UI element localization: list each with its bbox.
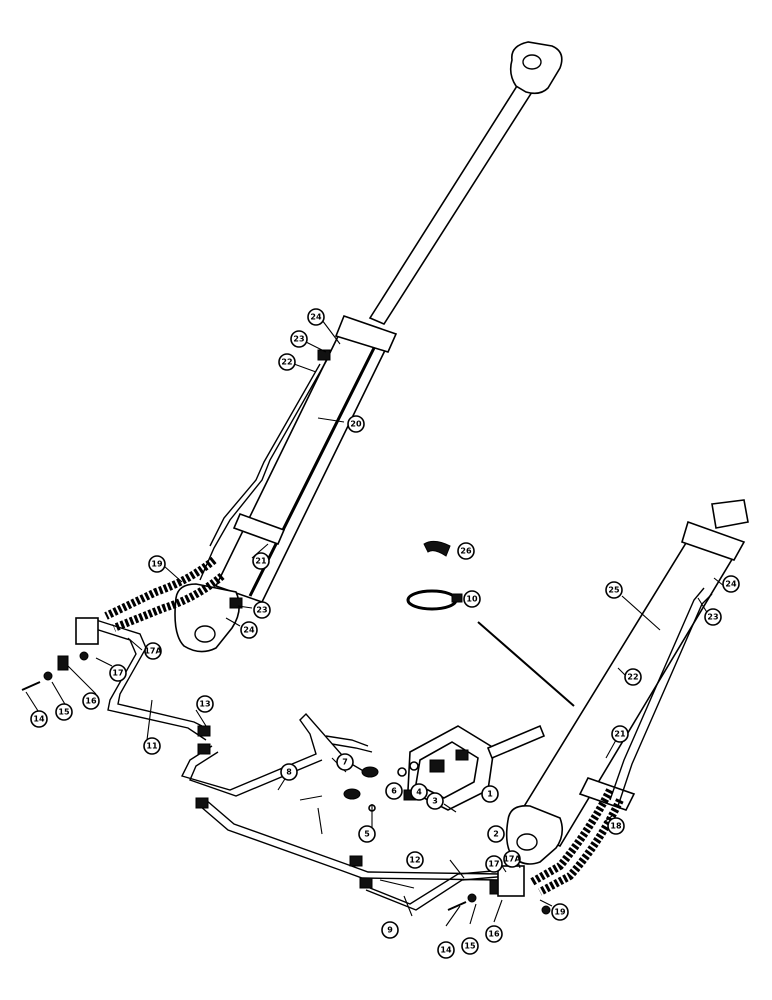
- callout-25: 25: [605, 581, 623, 599]
- callout-23-left-top: 23: [290, 330, 308, 348]
- svg-text:22: 22: [627, 673, 638, 682]
- callout-17-right: 17: [485, 855, 503, 873]
- callout-15-left: 15: [55, 703, 73, 721]
- svg-text:10: 10: [466, 595, 478, 604]
- callout-17-left: 17: [109, 664, 127, 682]
- svg-text:7: 7: [342, 758, 348, 767]
- callout-18: 18: [607, 817, 625, 835]
- callout-22-right: 22: [624, 668, 642, 686]
- svg-text:16: 16: [85, 697, 97, 706]
- callout-24-left-bottom: 24: [240, 621, 258, 639]
- callout-13: 13: [196, 695, 214, 713]
- svg-text:15: 15: [464, 942, 476, 951]
- svg-text:25: 25: [608, 586, 620, 595]
- callout-3: 3: [426, 792, 444, 810]
- callout-26: 26: [457, 542, 475, 560]
- svg-text:12: 12: [409, 856, 420, 865]
- svg-text:14: 14: [33, 715, 45, 724]
- svg-text:2: 2: [493, 830, 499, 839]
- svg-text:15: 15: [58, 708, 70, 717]
- left-hydraulic-cylinder: [104, 41, 563, 653]
- svg-text:18: 18: [610, 822, 622, 831]
- svg-text:23: 23: [256, 606, 267, 615]
- callout-22-left: 22: [278, 353, 296, 371]
- svg-text:11: 11: [146, 742, 158, 751]
- svg-text:9: 9: [387, 926, 393, 935]
- hose-guard: [423, 540, 451, 557]
- hose-clamp: [406, 589, 463, 611]
- svg-text:22: 22: [281, 358, 292, 367]
- svg-text:24: 24: [725, 580, 737, 589]
- callout-12: 12: [406, 851, 424, 869]
- right-hydraulic-cylinder: [505, 499, 749, 896]
- callout-19-left: 19: [148, 555, 166, 573]
- callout-4: 4: [410, 783, 428, 801]
- svg-text:17: 17: [112, 669, 123, 678]
- svg-text:17A: 17A: [503, 855, 521, 864]
- svg-text:5: 5: [364, 830, 370, 839]
- svg-text:21: 21: [614, 730, 626, 739]
- callout-16-left: 16: [82, 692, 100, 710]
- callout-17a-left: 17A: [144, 642, 162, 660]
- svg-text:19: 19: [554, 908, 566, 917]
- svg-text:6: 6: [391, 787, 397, 796]
- svg-text:17: 17: [488, 860, 499, 869]
- svg-text:16: 16: [488, 930, 500, 939]
- svg-text:20: 20: [350, 420, 362, 429]
- svg-text:23: 23: [293, 335, 304, 344]
- callout-19-right: 19: [551, 903, 569, 921]
- callout-2: 2: [487, 825, 505, 843]
- callout-14-left: 14: [30, 710, 48, 728]
- callout-7: 7: [336, 753, 354, 771]
- svg-text:13: 13: [199, 700, 210, 709]
- callout-15-right: 15: [461, 937, 479, 955]
- svg-text:26: 26: [460, 547, 472, 556]
- callout-16-right: 16: [485, 925, 503, 943]
- callout-17a-right: 17A: [503, 850, 521, 868]
- left-manifold-block: [21, 617, 99, 691]
- svg-text:17A: 17A: [144, 647, 162, 656]
- callout-20: 20: [347, 415, 365, 433]
- callout-10: 10: [463, 590, 481, 608]
- svg-text:1: 1: [487, 790, 493, 799]
- svg-text:14: 14: [440, 946, 452, 955]
- right-base-eye: [505, 804, 564, 865]
- callout-21-right: 21: [611, 725, 629, 743]
- svg-text:21: 21: [255, 557, 267, 566]
- callout-21-left: 21: [252, 552, 270, 570]
- svg-text:19: 19: [151, 560, 163, 569]
- svg-text:24: 24: [310, 313, 322, 322]
- callout-24-left-top: 24: [307, 308, 325, 326]
- left-base-eye: [174, 583, 240, 653]
- svg-text:4: 4: [416, 788, 422, 797]
- callout-5: 5: [358, 825, 376, 843]
- svg-text:23: 23: [707, 613, 718, 622]
- callout-1: 1: [481, 785, 499, 803]
- svg-text:24: 24: [243, 626, 255, 635]
- callout-23-right: 23: [704, 608, 722, 626]
- svg-text:8: 8: [286, 768, 292, 777]
- callout-balloons: 24 23 22 20 21 19 23 24 17A 17 16 15 14 …: [30, 308, 740, 959]
- valve-fittings: [343, 761, 419, 812]
- callout-23-left-bottom: 23: [253, 601, 271, 619]
- callout-24-right: 24: [722, 575, 740, 593]
- callout-8: 8: [280, 763, 298, 781]
- callout-9: 9: [381, 921, 399, 939]
- callout-14-right: 14: [437, 941, 455, 959]
- callout-6-top: 6: [385, 782, 403, 800]
- svg-text:3: 3: [432, 797, 438, 806]
- left-rod-eye: [509, 41, 563, 95]
- callout-11: 11: [143, 737, 161, 755]
